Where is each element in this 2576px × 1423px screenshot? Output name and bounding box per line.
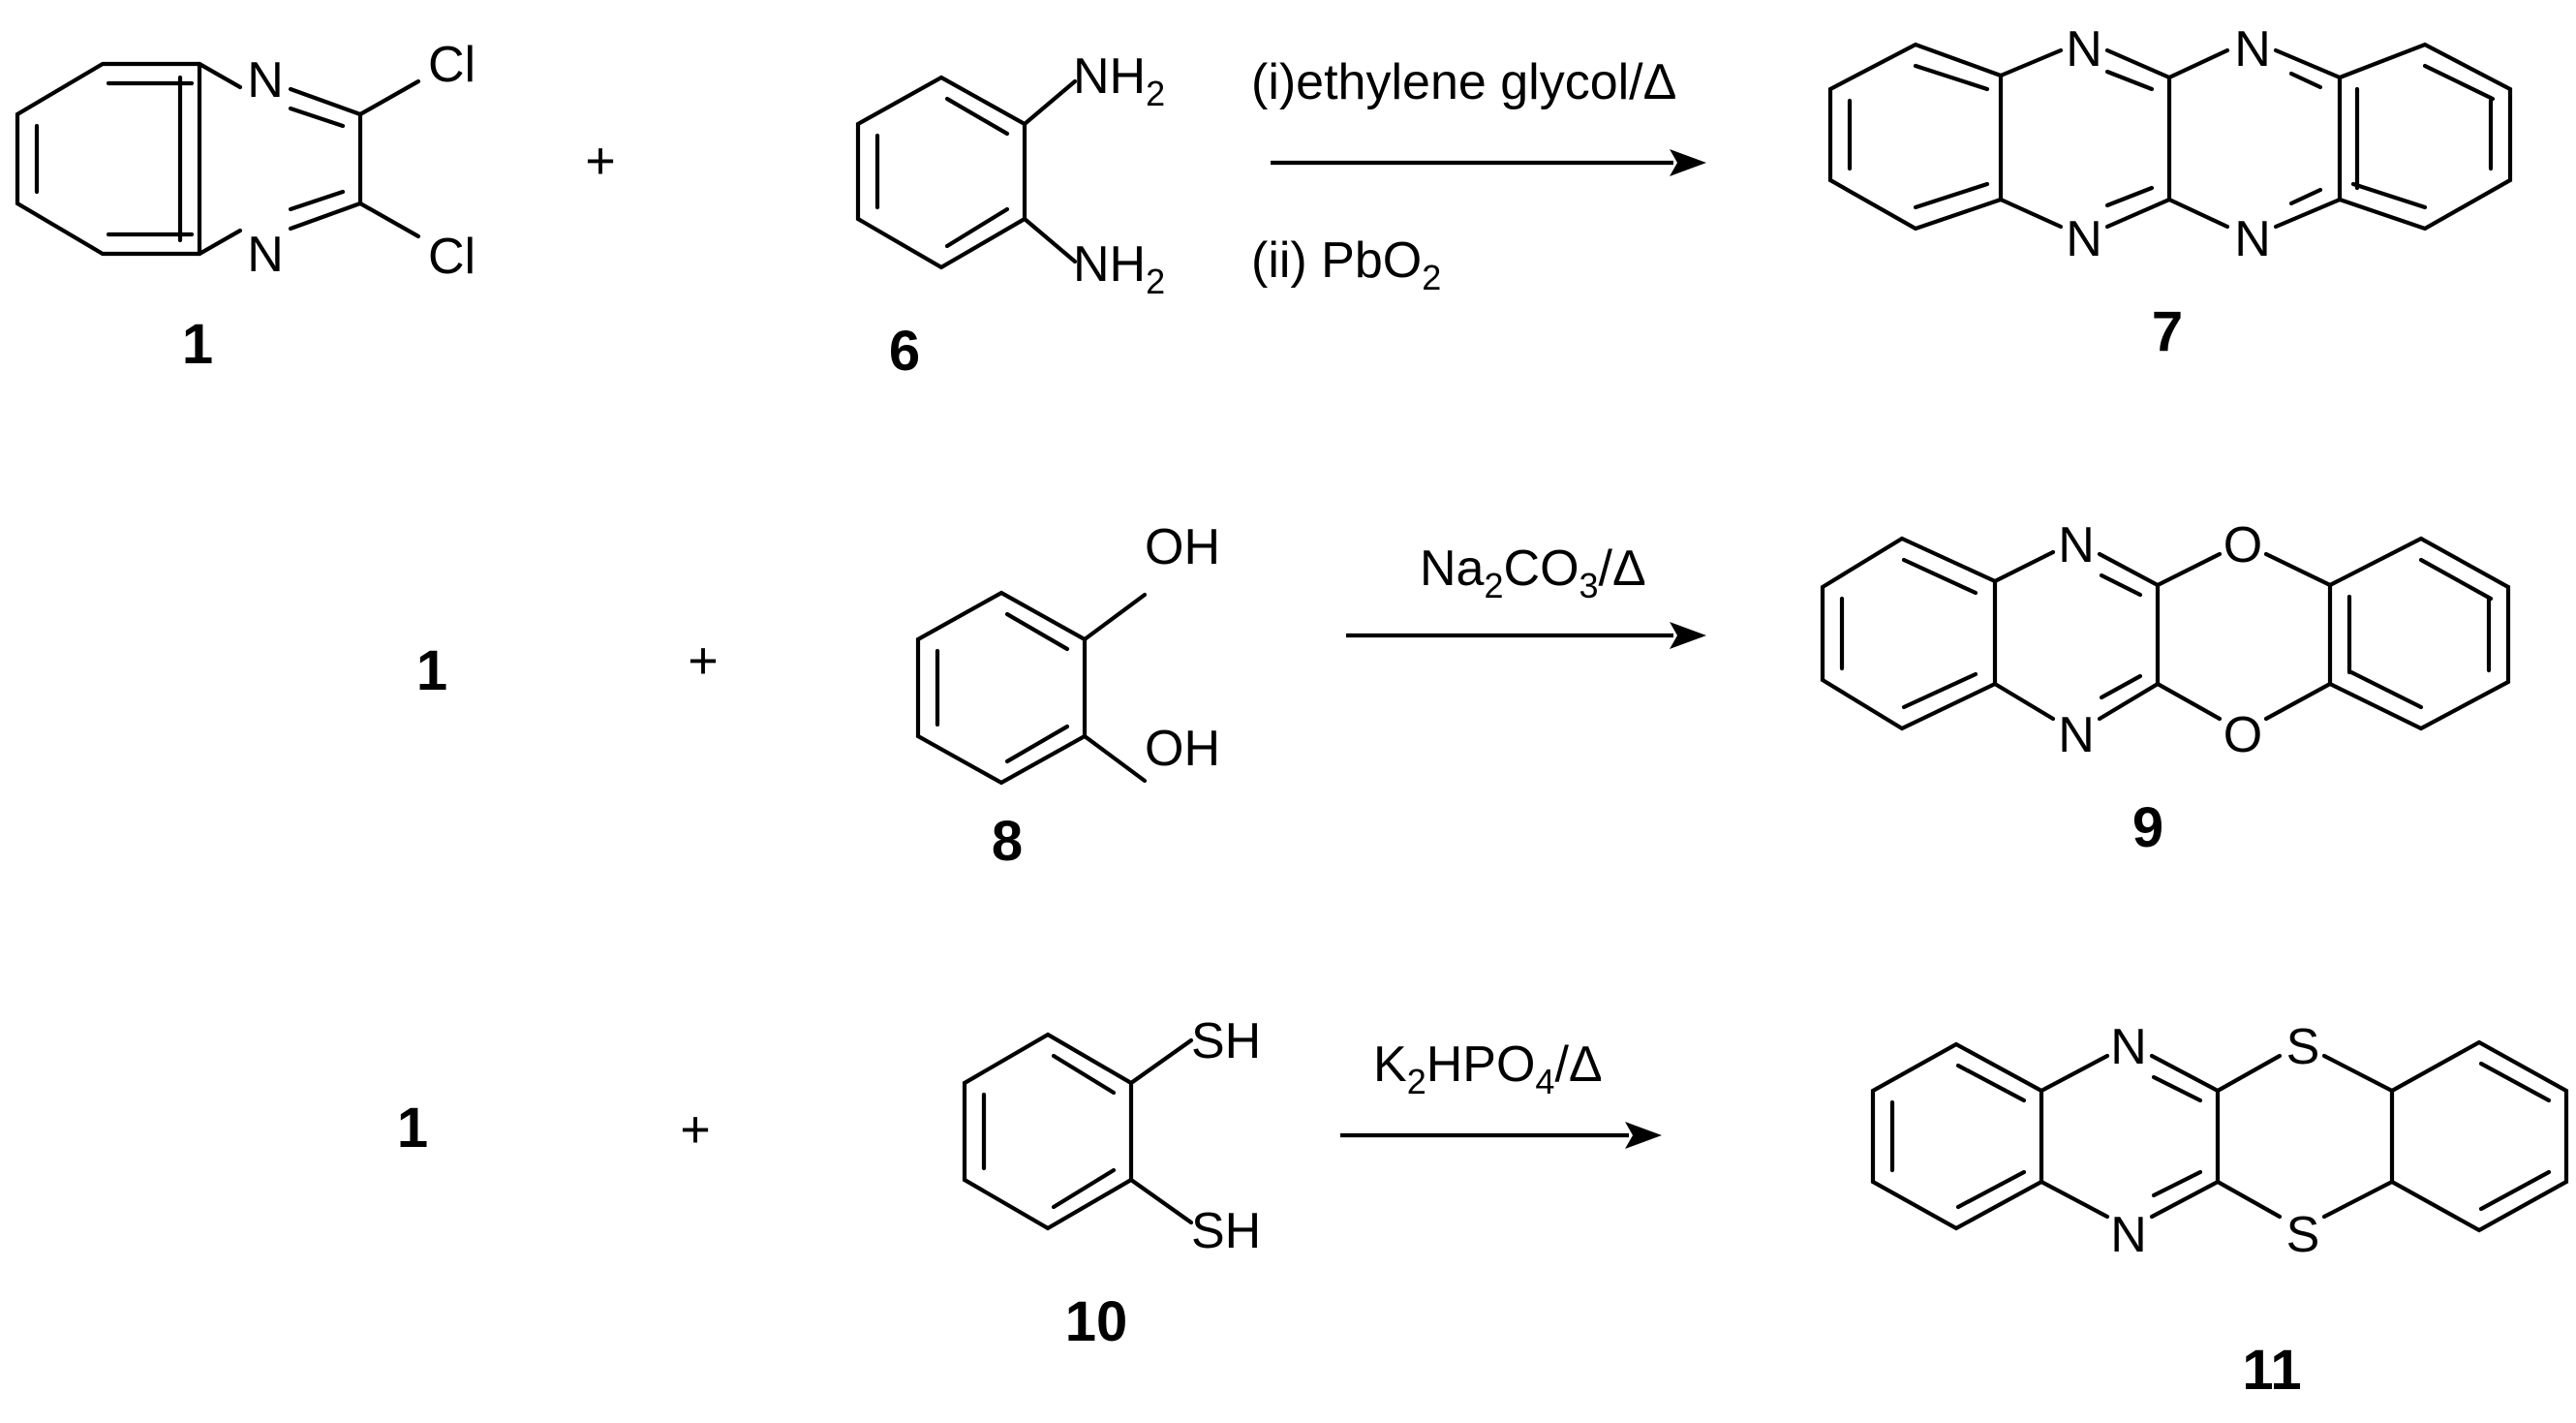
compound-label: 1 xyxy=(397,1097,428,1160)
atom-n: N xyxy=(2234,211,2271,267)
amino-group: NH2 xyxy=(1073,236,1165,301)
reaction-row-1: N N Cl Cl 1 + NH2 NH2 6 (i)ethylene glyc… xyxy=(15,21,2513,383)
atom-n: N xyxy=(2234,21,2271,77)
compound-11-structure xyxy=(1870,1039,2569,1233)
compound-7-structure xyxy=(1827,42,2513,232)
compound-label: 9 xyxy=(2132,796,2163,859)
compound-label: 6 xyxy=(889,320,920,383)
plus-sign: + xyxy=(680,1100,711,1159)
reaction-condition: (i)ethylene glycol/Δ xyxy=(1251,54,1676,110)
reaction-condition: K2HPO4/Δ xyxy=(1373,1036,1603,1101)
compound-8-structure xyxy=(915,590,1148,786)
compound-1-structure xyxy=(15,61,421,257)
atom-n: N xyxy=(2110,1019,2147,1075)
arrow-head xyxy=(1670,622,1706,649)
reaction-condition: (ii) PbO2 xyxy=(1251,232,1441,297)
compound-label: 1 xyxy=(416,639,447,702)
amino-group: NH2 xyxy=(1073,48,1165,113)
atom-cl: Cl xyxy=(428,37,475,93)
atom-n: N xyxy=(2066,21,2102,77)
reaction-row-2: 1 + OH OH 8 Na2CO3/Δ xyxy=(416,517,2511,873)
atom-o: O xyxy=(2223,707,2262,763)
atom-n: N xyxy=(2110,1207,2147,1263)
atom-n: N xyxy=(247,227,284,283)
compound-label: 11 xyxy=(2242,1339,2301,1402)
atom-o: O xyxy=(2223,517,2262,573)
thiol-group: SH xyxy=(1191,1203,1261,1259)
arrow-head xyxy=(1670,149,1706,176)
compound-9-structure xyxy=(1820,536,2511,731)
compound-10-structure xyxy=(962,1032,1194,1231)
atom-cl: Cl xyxy=(428,229,475,285)
arrow-head xyxy=(1625,1122,1662,1149)
atom-s: S xyxy=(2286,1207,2320,1263)
thiol-group: SH xyxy=(1191,1013,1261,1069)
atom-n: N xyxy=(247,52,284,108)
plus-sign: + xyxy=(688,632,719,690)
atom-n: N xyxy=(2058,517,2095,573)
hydroxyl-group: OH xyxy=(1145,721,1220,777)
compound-label: 7 xyxy=(2152,300,2183,363)
atom-n: N xyxy=(2066,211,2102,267)
plus-sign: + xyxy=(585,132,616,190)
atom-n: N xyxy=(2058,707,2095,763)
compound-label: 10 xyxy=(1065,1290,1128,1353)
atom-s: S xyxy=(2286,1019,2320,1075)
compound-label: 8 xyxy=(992,810,1023,873)
reaction-row-3: 1 + SH SH 10 K2HPO4/Δ xyxy=(397,1013,2569,1402)
reaction-condition: Na2CO3/Δ xyxy=(1420,541,1646,605)
hydroxyl-group: OH xyxy=(1145,519,1220,575)
compound-label: 1 xyxy=(182,313,213,376)
compound-6-structure xyxy=(855,75,1078,270)
